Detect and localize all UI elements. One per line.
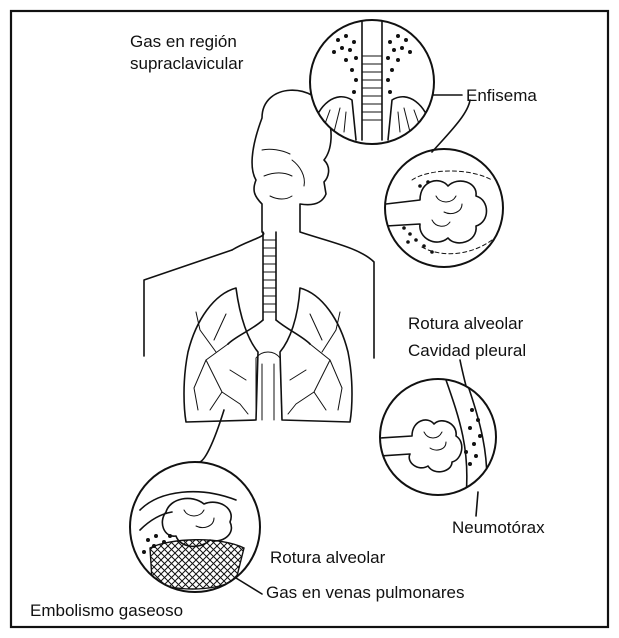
trachea: [228, 232, 310, 344]
label-rotura-alveolar-upper: Rotura alveolar: [408, 314, 524, 333]
embolism-detail: [130, 462, 260, 592]
left-lung: [184, 288, 258, 422]
label-gas-venas-pulmonares: Gas en venas pulmonares: [266, 583, 464, 602]
emphysema-detail: [385, 149, 503, 267]
label-enfisema: Enfisema: [466, 86, 537, 105]
right-lung: [280, 288, 352, 422]
label-supraclavicular-line2: supraclavicular: [130, 54, 244, 73]
label-neumotorax: Neumotórax: [452, 518, 545, 537]
label-embolismo-gaseoso: Embolismo gaseoso: [30, 601, 183, 620]
pneumothorax-detail: [380, 379, 496, 496]
supraclavicular-detail: [310, 20, 434, 144]
label-supraclavicular-line1: Gas en región: [130, 32, 237, 51]
pulmonary-veins: [256, 352, 282, 420]
label-rotura-alveolar-lower: Rotura alveolar: [270, 548, 386, 567]
label-cavidad-pleural: Cavidad pleural: [408, 341, 526, 360]
